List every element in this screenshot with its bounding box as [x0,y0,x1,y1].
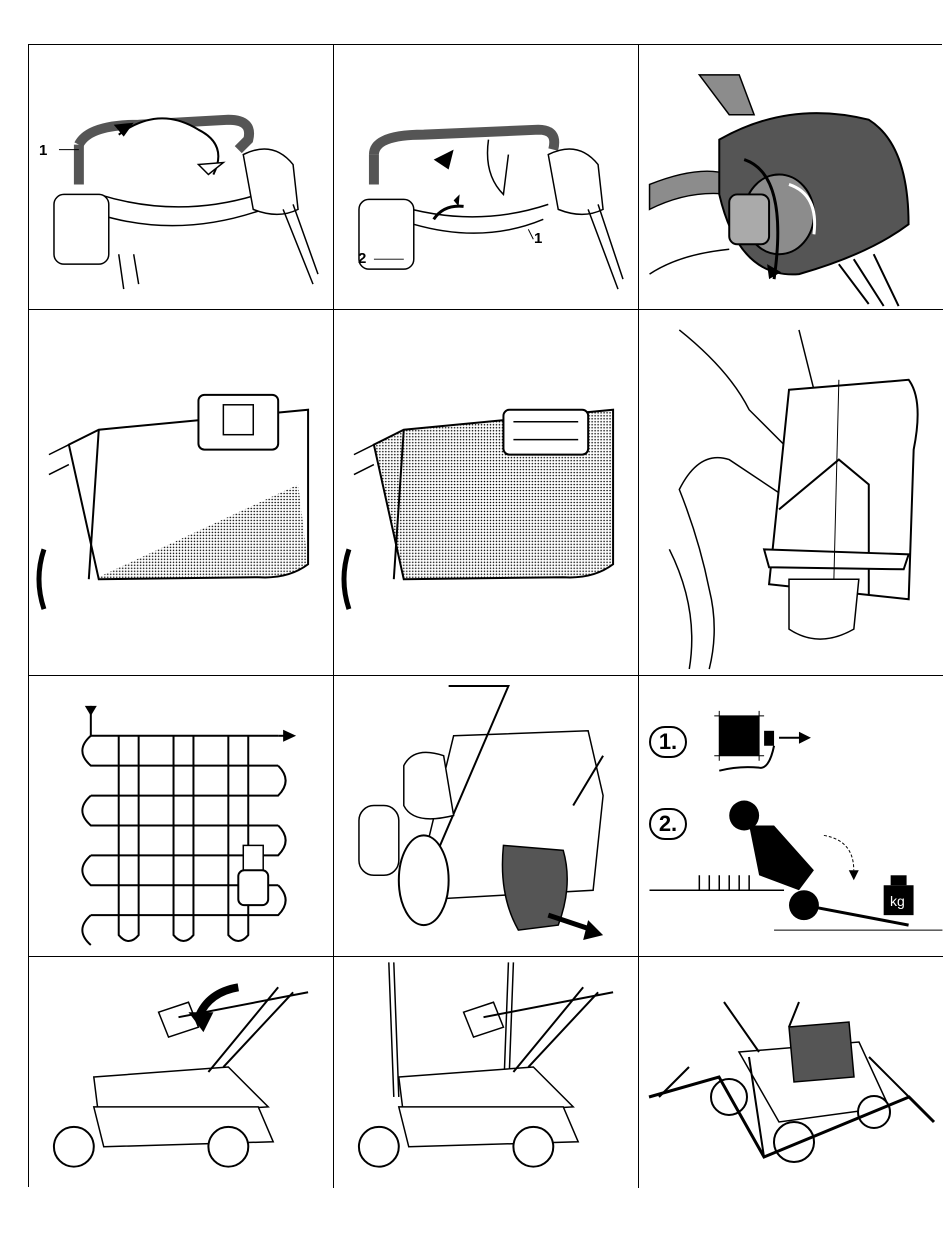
lift-mower-icon [334,957,638,1188]
storage-stand-icon [639,957,943,1188]
panel-fold-handle: 1 [29,45,334,310]
panel-catcher-full [334,310,639,676]
step-1-label: 1. [649,726,687,758]
callout-1: 1 [39,143,47,158]
instruction-figure-grid: 1 1 2 [28,44,942,1187]
step-2-label: 2. [649,808,687,840]
panel-fold-transport [29,957,334,1188]
panel-safety-steps: 1. 2. kg [639,676,943,957]
spark-plug-disconnect-icon [714,711,811,771]
tilt-mower-icon [650,801,943,931]
panel-mulch-plug [334,676,639,957]
knob-rotate-icon [639,45,943,309]
panel-mowing-pattern [29,676,334,957]
panel-adjust-knob [639,45,943,310]
person-carrying-catcher-icon [639,310,943,675]
mulch-plug-icon [334,676,638,956]
arrow-rotate-icon [334,45,638,309]
callout-1: 1 [534,231,542,246]
arrow-rotate-icon [29,45,333,309]
panel-lift-mower [334,957,639,1188]
mowing-pattern-icon [29,676,333,956]
panel-remove-catcher [639,310,943,676]
panel-storage-stand [639,957,943,1188]
grass-catcher-icon [29,310,333,675]
weight-label: kg [890,894,905,908]
panel-catcher-partial [29,310,334,676]
fold-handle-icon [29,957,333,1188]
panel-lower-handle: 1 2 [334,45,639,310]
grass-catcher-full-icon [334,310,638,675]
callout-2: 2 [358,251,366,266]
